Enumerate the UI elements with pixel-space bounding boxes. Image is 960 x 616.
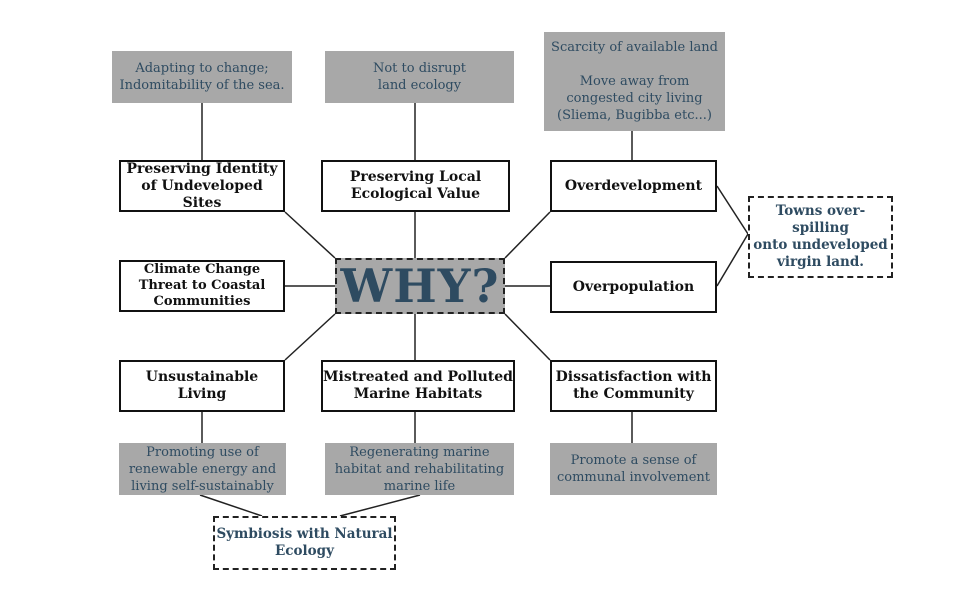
box-climate-change: Climate Change Threat to Coastal Communi… xyxy=(119,260,285,312)
note-scarcity: Scarcity of available land Move away fro… xyxy=(544,32,725,131)
connector-line xyxy=(716,185,749,235)
connector-line xyxy=(199,494,263,517)
box-unsustainable-living: Unsustainable Living xyxy=(119,360,285,412)
box-overpopulation: Overpopulation xyxy=(550,261,717,313)
connector-line xyxy=(339,494,421,517)
box-preserving-ecology: Preserving Local Ecological Value xyxy=(321,160,510,212)
outcome-symbiosis: Symbiosis with Natural Ecology xyxy=(213,516,396,570)
connector-line xyxy=(504,211,551,259)
box-overdevelopment: Overdevelopment xyxy=(550,160,717,212)
connector-line xyxy=(284,313,336,361)
connector-line xyxy=(504,313,551,361)
connector-line xyxy=(716,233,749,287)
note-regenerating-marine: Regenerating marine habitat and rehabili… xyxy=(325,443,514,495)
outcome-towns-overspilling: Towns over-spilling onto undeveloped vir… xyxy=(748,196,893,278)
box-community-dissatisfaction: Dissatisfaction with the Community xyxy=(550,360,717,412)
note-land-ecology: Not to disrupt land ecology xyxy=(325,51,514,103)
note-renewable-energy: Promoting use of renewable energy and li… xyxy=(119,443,286,495)
center-why: WHY? xyxy=(335,258,505,314)
box-marine-habitats: Mistreated and Polluted Marine Habitats xyxy=(321,360,515,412)
note-adapting: Adapting to change; Indomitability of th… xyxy=(112,51,292,103)
note-communal-involvement: Promote a sense of communal involvement xyxy=(550,443,717,495)
box-preserving-identity: Preserving Identity of Undeveloped Sites xyxy=(119,160,285,212)
connector-line xyxy=(284,211,336,259)
